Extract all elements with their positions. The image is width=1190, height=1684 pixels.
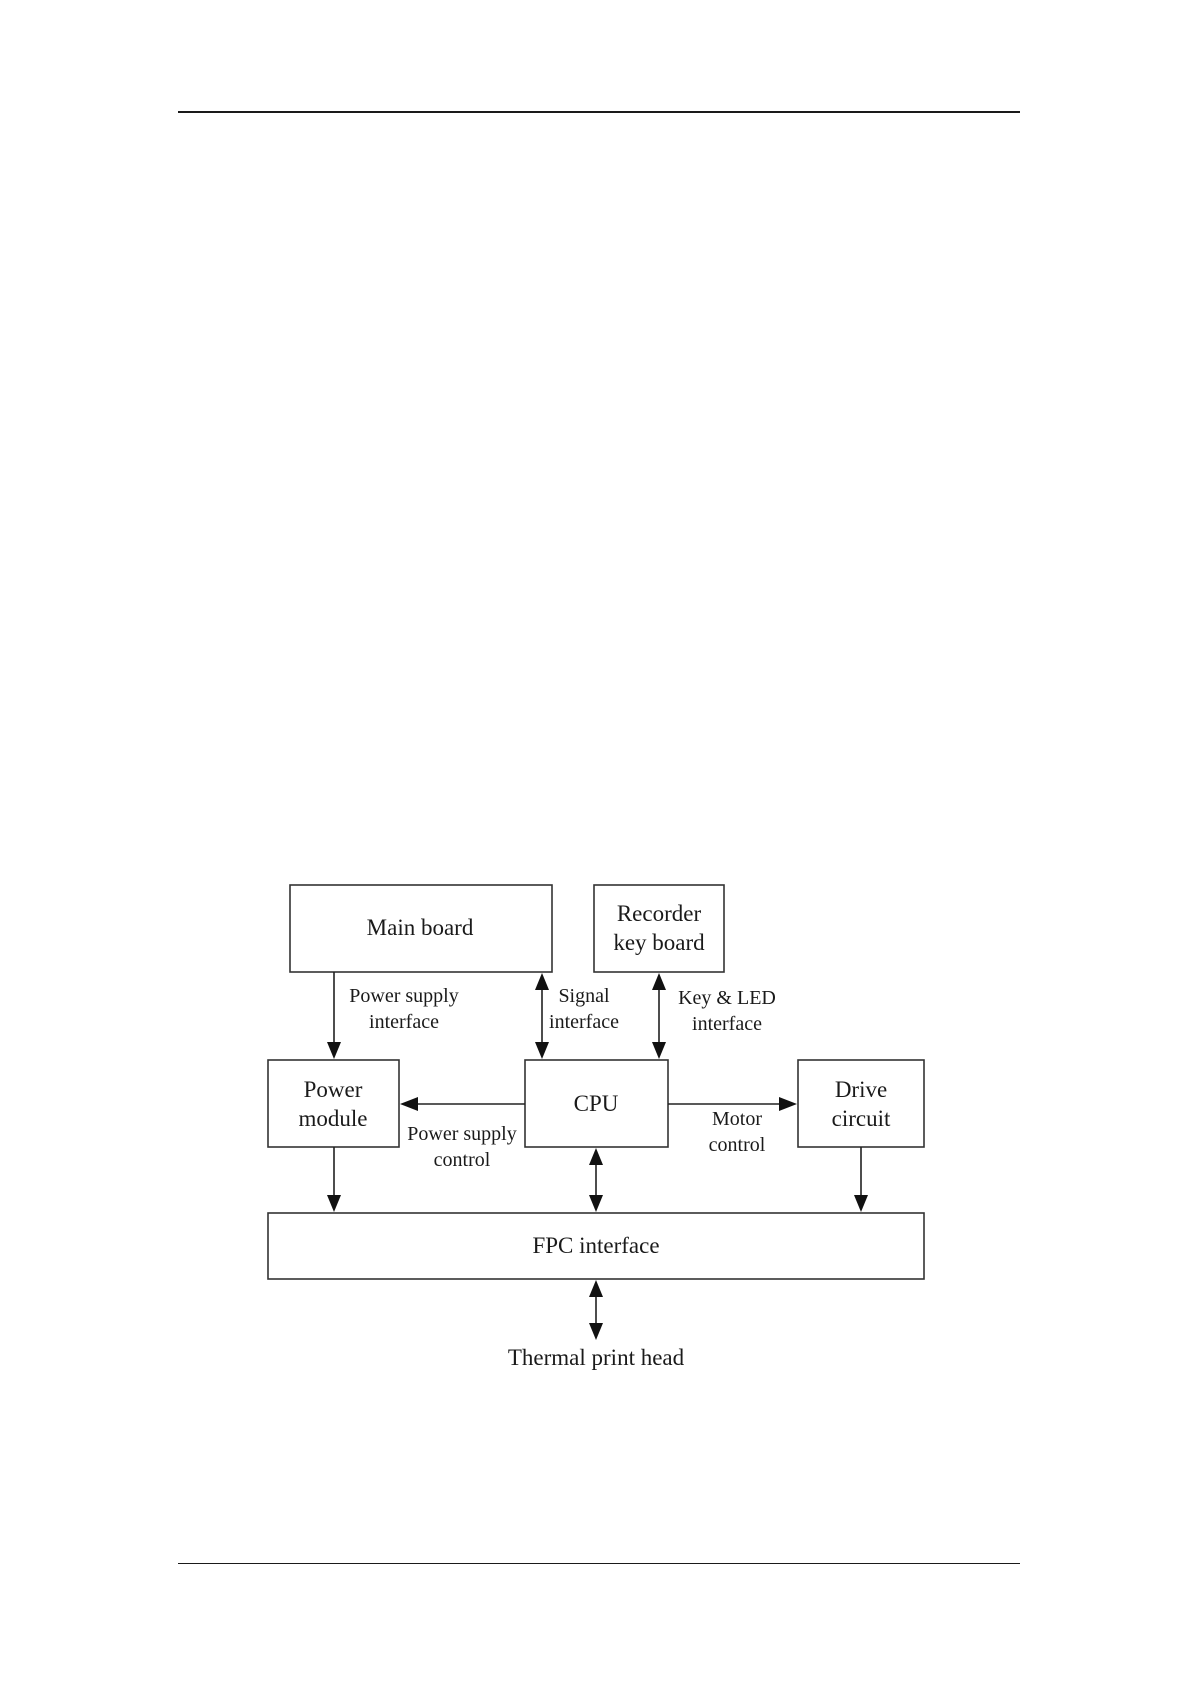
recorder-keyboard-label-line1: Recorder <box>617 901 702 926</box>
recorder-keyboard-block: Recorder key board <box>594 885 724 972</box>
fpc-thermal-head-arrow <box>589 1280 603 1340</box>
drive-circuit-block: Drive circuit <box>798 1060 924 1147</box>
signal-interface-label-line2: interface <box>549 1011 619 1033</box>
key-led-interface-arrow <box>652 973 666 1059</box>
signal-interface-arrow <box>535 973 549 1059</box>
cpu-fpc-arrow <box>589 1148 603 1212</box>
cpu-label: CPU <box>574 1091 619 1116</box>
power-module-label-line2: module <box>299 1106 368 1131</box>
power-supply-interface-label-line1: Power supply <box>349 985 458 1007</box>
thermal-print-head-label: Thermal print head <box>508 1345 685 1370</box>
power-supply-control-label-line2: control <box>434 1149 491 1171</box>
power-supply-interface-arrow <box>327 972 341 1059</box>
power-module-to-fpc-arrow <box>327 1147 341 1212</box>
drive-circuit-to-fpc-arrow <box>854 1147 868 1212</box>
cpu-block: CPU <box>525 1060 668 1147</box>
motor-control-label-line1: Motor <box>712 1108 762 1130</box>
key-led-interface-label-line1: Key & LED <box>678 987 776 1009</box>
key-led-interface-label-line2: interface <box>692 1013 762 1035</box>
fpc-interface-block: FPC interface <box>268 1213 924 1279</box>
fpc-interface-label: FPC interface <box>532 1233 659 1258</box>
main-board-label: Main board <box>367 915 474 940</box>
motor-control-label-line2: control <box>709 1134 766 1156</box>
power-supply-control-label-line1: Power supply <box>407 1123 516 1145</box>
thermal-print-head-terminal: Thermal print head <box>508 1345 685 1370</box>
power-supply-control-arrow <box>400 1097 525 1111</box>
footer-rule <box>178 1563 1020 1564</box>
signal-interface-label-line1: Signal <box>558 985 610 1007</box>
drive-circuit-label-line1: Drive <box>835 1077 887 1102</box>
drive-circuit-label-line2: circuit <box>832 1106 891 1131</box>
power-supply-interface-label-line2: interface <box>369 1011 439 1033</box>
power-module-block: Power module <box>268 1060 399 1147</box>
recorder-keyboard-label-line2: key board <box>613 930 705 955</box>
power-module-label-line1: Power <box>304 1077 363 1102</box>
main-board-block: Main board <box>290 885 552 972</box>
